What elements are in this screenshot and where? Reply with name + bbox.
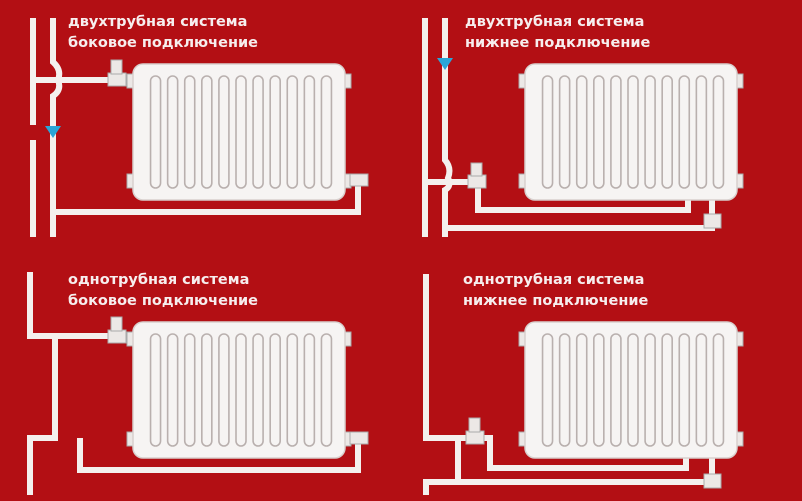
radiator-section bbox=[558, 75, 571, 189]
radiator-section bbox=[149, 75, 162, 189]
radiator-section bbox=[695, 75, 708, 189]
radiator-body bbox=[524, 321, 738, 459]
radiator-section bbox=[644, 333, 656, 447]
radiator-section bbox=[252, 333, 264, 447]
radiator-section bbox=[269, 75, 281, 189]
radiator-section bbox=[558, 333, 571, 447]
radiator-section bbox=[712, 333, 725, 447]
radiator-section bbox=[678, 333, 691, 447]
panel-title-line2: нижнее подключение bbox=[465, 35, 651, 51]
radiator-section bbox=[269, 333, 281, 447]
thermostatic-valve bbox=[107, 316, 127, 344]
radiator-section bbox=[252, 75, 264, 189]
riser bbox=[423, 274, 689, 471]
shutoff-valve bbox=[349, 431, 369, 445]
radiator-section bbox=[575, 333, 588, 447]
thermostatic-valve bbox=[465, 417, 485, 445]
radiator bbox=[126, 321, 352, 459]
panel-title-line1: двухтрубная система bbox=[465, 14, 644, 30]
radiator-section bbox=[235, 75, 247, 189]
radiator-body bbox=[132, 321, 346, 459]
panel-two-pipe-bottom: двухтрубная система нижнее подключение bbox=[422, 14, 744, 237]
radiator-section bbox=[201, 75, 213, 189]
panel-one-pipe-side: однотрубная система боковое подключение bbox=[27, 272, 369, 495]
radiator bbox=[518, 63, 744, 201]
radiator-section bbox=[149, 333, 162, 447]
radiator-section bbox=[627, 333, 639, 447]
radiator-section bbox=[541, 75, 554, 189]
panel-title-line1: двухтрубная система bbox=[68, 14, 247, 30]
flow-arrow-icon bbox=[437, 58, 453, 70]
return-branch bbox=[77, 438, 361, 473]
panel-title-line2: боковое подключение bbox=[68, 35, 258, 51]
radiator-section bbox=[218, 75, 230, 189]
radiator-section bbox=[286, 75, 299, 189]
thermostatic-valve bbox=[107, 59, 127, 87]
radiator-section bbox=[575, 75, 588, 189]
radiator-section bbox=[541, 333, 554, 447]
radiator-section bbox=[593, 75, 605, 189]
radiator-body bbox=[524, 63, 738, 201]
radiator bbox=[518, 321, 744, 459]
radiator-section bbox=[320, 333, 333, 447]
radiator-section bbox=[166, 75, 179, 189]
radiator-section bbox=[166, 333, 179, 447]
return-riser bbox=[442, 18, 453, 237]
radiator-section bbox=[610, 75, 622, 189]
shutoff-valve bbox=[349, 173, 369, 187]
radiator-section bbox=[712, 75, 725, 189]
radiator-section bbox=[678, 75, 691, 189]
radiator-section bbox=[303, 333, 316, 447]
radiator-section bbox=[610, 333, 622, 447]
panel-title-line2: боковое подключение bbox=[68, 293, 258, 309]
radiator-section bbox=[644, 75, 656, 189]
shutoff-valve bbox=[703, 473, 722, 489]
panel-title-line1: однотрубная система bbox=[68, 272, 249, 288]
return-branch bbox=[423, 452, 715, 495]
radiator-section bbox=[183, 75, 196, 189]
radiator bbox=[126, 63, 352, 201]
radiator-section bbox=[695, 333, 708, 447]
radiator-section bbox=[593, 333, 605, 447]
radiator-section bbox=[201, 333, 213, 447]
riser bbox=[27, 272, 112, 339]
radiator-section bbox=[627, 75, 639, 189]
supply-branch bbox=[425, 179, 691, 213]
radiator-section bbox=[286, 333, 299, 447]
panel-two-pipe-side: двухтрубная система боковое подключение bbox=[30, 14, 369, 237]
radiator-section bbox=[320, 75, 333, 189]
shutoff-valve bbox=[703, 213, 722, 229]
radiator-section bbox=[303, 75, 316, 189]
bypass bbox=[27, 336, 58, 495]
radiator-section bbox=[661, 333, 673, 447]
radiator-section bbox=[183, 333, 196, 447]
thermostatic-valve bbox=[467, 162, 487, 189]
return-branch bbox=[53, 182, 361, 215]
radiator-body bbox=[132, 63, 346, 201]
panel-one-pipe-bottom: однотрубная система нижнее подключение bbox=[423, 272, 744, 495]
radiator-section bbox=[235, 333, 247, 447]
radiator-section bbox=[218, 333, 230, 447]
panel-title-line2: нижнее подключение bbox=[463, 293, 649, 309]
panel-title-line1: однотрубная система bbox=[463, 272, 644, 288]
flow-arrow-icon bbox=[45, 126, 61, 138]
radiator-section bbox=[661, 75, 673, 189]
